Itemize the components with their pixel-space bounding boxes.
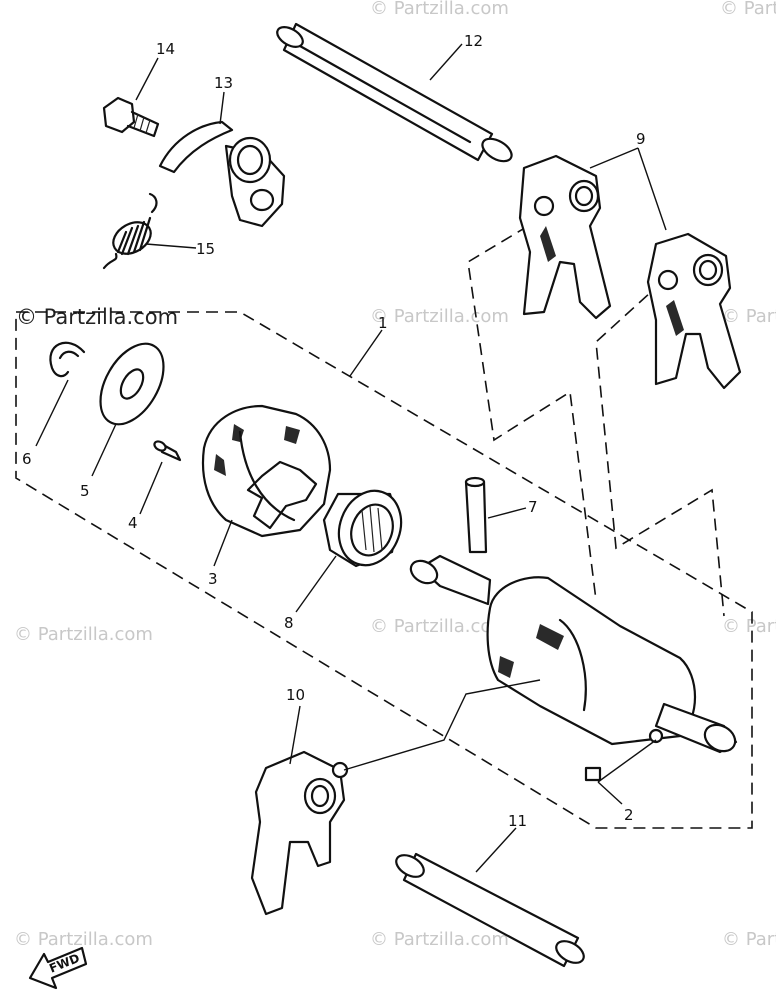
circlip — [49, 341, 86, 378]
callout-11: 11 — [508, 812, 527, 830]
callout-6: 6 — [22, 450, 32, 468]
washer — [99, 342, 165, 426]
shift-fork-c — [250, 750, 349, 916]
shift-drum — [409, 554, 738, 754]
assembly-outline — [15, 311, 753, 829]
callout-15: 15 — [196, 240, 215, 258]
drum-pin — [584, 766, 602, 782]
watermark-text: © Partzilla.com — [722, 306, 776, 327]
return-spring — [102, 192, 158, 270]
bolt — [102, 96, 160, 138]
watermark-text: © Partzilla.com — [14, 624, 153, 645]
watermark-text: © Partzilla.com — [722, 616, 776, 637]
fork-shaft-upper — [276, 22, 513, 163]
callout-1: 1 — [378, 314, 388, 332]
callout-3: 3 — [208, 570, 218, 588]
callout-12: 12 — [464, 32, 483, 50]
shift-fork-a — [518, 154, 612, 320]
fork-shaft-lower — [395, 852, 585, 968]
fork-guide-lower — [595, 281, 725, 617]
watermark-text: © Partzilla.com — [722, 929, 776, 950]
callout-7: 7 — [528, 498, 538, 516]
watermark-text: © Partzilla.com — [370, 0, 509, 19]
callout-2: 2 — [624, 806, 634, 824]
guide-pin — [464, 476, 488, 554]
leader-lines — [35, 43, 667, 873]
callout-10: 10 — [286, 686, 305, 704]
callout-14: 14 — [156, 40, 175, 58]
callout-4: 4 — [128, 514, 138, 532]
shift-fork-b — [646, 232, 742, 390]
forward-direction-arrow-icon: FWD — [28, 946, 88, 990]
watermark-text: © Partzilla.com — [370, 306, 509, 327]
watermark-primary: © Partzilla.com — [16, 305, 178, 329]
fork-guide-upper — [467, 225, 597, 601]
watermark-text: © Partzilla.com — [14, 929, 153, 950]
callout-8: 8 — [284, 614, 294, 632]
watermark-layer: © Partzilla.com © Partzilla.com © Partzi… — [14, 0, 776, 950]
callout-13: 13 — [214, 74, 233, 92]
callout-labels: 14 13 12 15 9 1 6 5 4 3 8 7 10 2 11 — [22, 32, 646, 830]
needle-bearing — [322, 489, 403, 568]
stopper-lever — [158, 120, 286, 228]
watermark-text: © Partzilla.com — [370, 616, 509, 637]
watermark-text: © Partzilla.com — [370, 929, 509, 950]
callout-5: 5 — [80, 482, 90, 500]
dowel-pin — [153, 440, 182, 462]
watermark-text: © Partzilla.com — [720, 0, 776, 19]
callout-9: 9 — [636, 130, 646, 148]
shift-drum-segment — [201, 404, 332, 538]
